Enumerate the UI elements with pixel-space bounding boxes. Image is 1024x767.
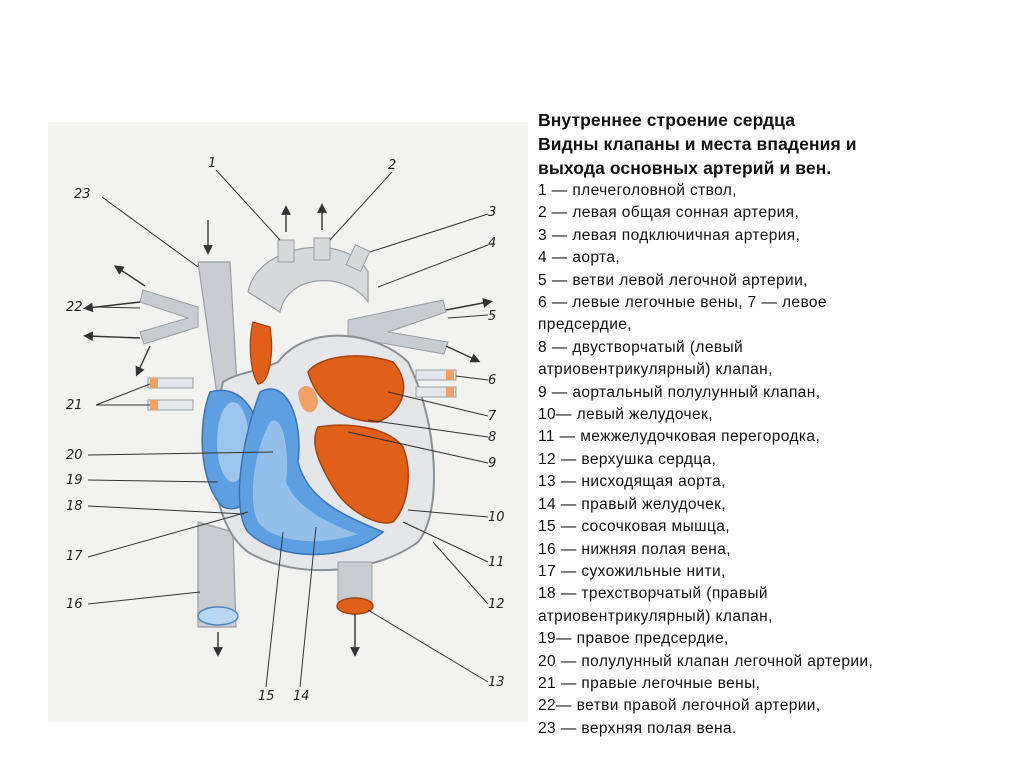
- label-5: 5: [488, 309, 496, 324]
- legend-item: 15 — сосочковая мышца,: [538, 518, 730, 536]
- label-19: 19: [66, 473, 83, 488]
- descending-aorta-opening: [336, 597, 374, 615]
- label-8: 8: [488, 430, 496, 445]
- legend-item: атриовентрикулярный) клапан,: [538, 607, 773, 625]
- left-ventricle: [314, 424, 409, 524]
- legend-item: 23 — верхняя полая вена.: [538, 719, 737, 737]
- label-15: 15: [258, 689, 275, 704]
- legend-item: 10— левый желудочек,: [538, 406, 713, 424]
- legend-item: 2 — левая общая сонная артерия,: [538, 204, 800, 222]
- label-10: 10: [488, 510, 505, 525]
- label-9: 9: [488, 456, 496, 471]
- legend-item: 9 — аортальный полулунный клапан,: [538, 383, 821, 401]
- label-23: 23: [74, 187, 91, 202]
- label-2: 2: [388, 158, 396, 173]
- left-common-carotid: [313, 237, 331, 261]
- heart-diagram: 1 2 3 4 5 6 7 8 9 10 11 12 13 14 15 16 1…: [48, 122, 528, 722]
- legend-item: 6 — левые легочные вены, 7 — левое: [538, 294, 827, 312]
- caption-title-line: Видны клапаны и места впадения и: [538, 134, 857, 154]
- label-12: 12: [488, 597, 505, 612]
- caption-title-line: Внутреннее строение сердца: [538, 110, 796, 130]
- label-18: 18: [66, 499, 83, 514]
- legend-item: 1 — плечеголовной ствол,: [538, 182, 737, 199]
- legend-item: 8 — двустворчатый (левый: [538, 338, 744, 356]
- legend-item: атриовентрикулярный) клапан,: [538, 361, 773, 379]
- caption-title-line: выхода основных артерий и вен.: [538, 158, 832, 178]
- label-1: 1: [208, 156, 216, 171]
- legend-item: 21 — правые легочные вены,: [538, 674, 761, 692]
- label-13: 13: [488, 675, 505, 690]
- label-6: 6: [488, 373, 496, 388]
- right-pulmonary-artery-branches: [139, 289, 199, 345]
- ivc-opening: [197, 606, 239, 626]
- legend-item: предсердие,: [538, 316, 633, 334]
- legend-item: 5 — ветви левой легочной артерии,: [538, 271, 808, 289]
- label-7: 7: [488, 409, 497, 424]
- legend-item: 12 — верхушка сердца,: [538, 450, 717, 468]
- legend-item: 3 — левая подключичная артерия,: [538, 226, 801, 244]
- legend-list: 1 — плечеголовной ствол, 2 — левая общая…: [538, 180, 1008, 740]
- label-3: 3: [488, 205, 496, 220]
- label-22: 22: [66, 300, 83, 315]
- pulmonary-trunk: [249, 321, 273, 385]
- legend-item: 11 — межжелудочковая перегородка,: [538, 428, 821, 446]
- label-11: 11: [488, 555, 505, 570]
- label-14: 14: [293, 689, 310, 704]
- aortic-arch: [247, 246, 369, 313]
- legend-item: 22— ветви правой легочной артерии,: [538, 697, 821, 715]
- legend-item: 13 — нисходящая аорта,: [538, 473, 726, 491]
- legend-item: 17 — сухожильные нити,: [538, 562, 726, 580]
- label-4: 4: [488, 236, 496, 251]
- label-20: 20: [66, 448, 83, 463]
- left-atrium: [307, 355, 405, 423]
- label-17: 17: [66, 549, 83, 564]
- legend-item: 16 — нижняя полая вена,: [538, 540, 731, 558]
- caption: Внутреннее строение сердца Видны клапаны…: [538, 108, 1008, 740]
- label-16: 16: [66, 597, 83, 612]
- legend-item: 19— правое предсердие,: [538, 630, 729, 648]
- left-subclavian: [345, 243, 371, 273]
- legend-item: 14 — правый желудочек,: [538, 495, 726, 513]
- brachiocephalic-trunk: [277, 239, 295, 263]
- legend-item: 4 — аорта,: [538, 249, 621, 267]
- label-21: 21: [66, 398, 83, 413]
- legend-item: 20 — полулунный клапан легочной артерии,: [538, 652, 874, 670]
- legend-item: 18 — трехстворчатый (правый: [538, 585, 768, 603]
